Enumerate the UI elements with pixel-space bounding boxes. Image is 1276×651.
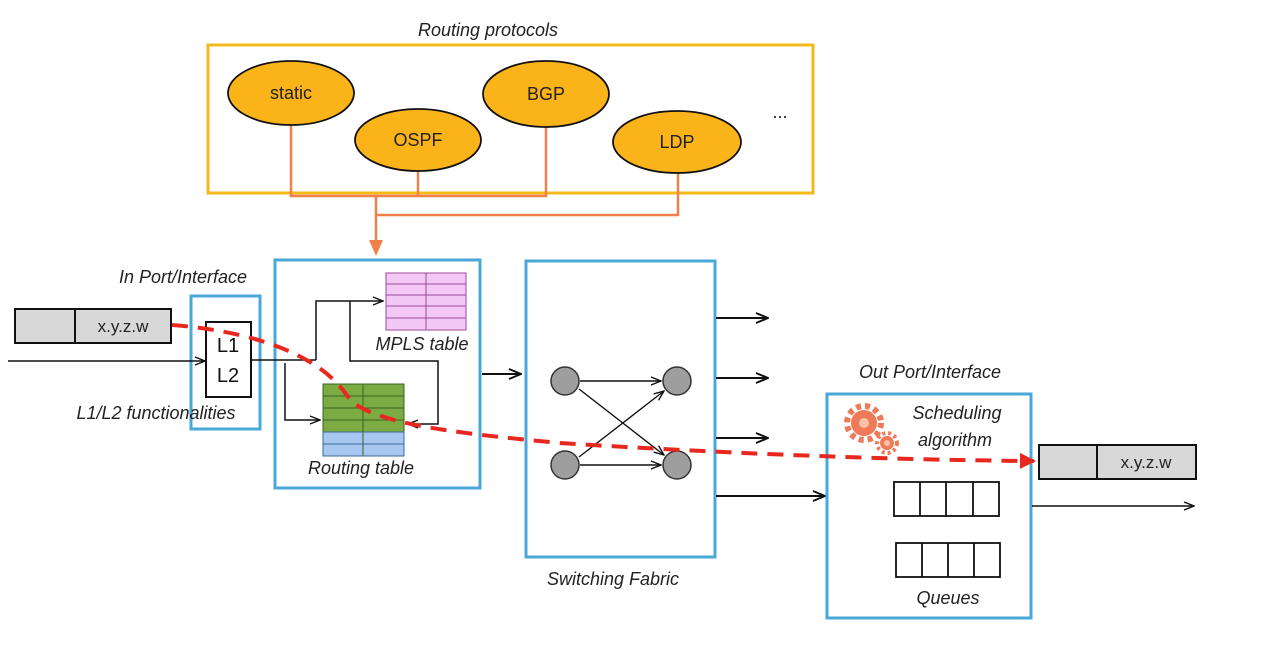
scheduling-label-line2: algorithm [918,430,992,450]
scheduling-label-line1: Scheduling [912,403,1001,423]
incoming-packet: x.y.z.w [14,308,172,344]
outgoing-packet-address: x.y.z.w [1121,453,1172,472]
protocol-bgp-label: BGP [527,84,565,104]
protocol-static: static [227,60,355,126]
protocol-ldp: LDP [612,110,742,174]
l2-label: L2 [217,365,239,387]
protocol-connectors [289,125,680,256]
gear-icon [844,403,899,455]
l1l2-functionalities-label: L1/L2 functionalities [76,403,235,423]
queues-label: Queues [916,588,979,608]
switching-fabric-label: Switching Fabric [547,569,679,589]
outgoing-packet: x.y.z.w [1038,444,1197,480]
routing-protocols-box [206,43,815,195]
protocol-ospf: OSPF [354,108,482,172]
protocol-ospf-label: OSPF [393,130,442,150]
more-protocols-ellipsis: ... [772,102,787,122]
in-port-label: In Port/Interface [119,267,247,287]
fabric-nodes [550,366,692,480]
out-port-box [825,392,1033,620]
queue-1 [893,481,1000,517]
out-port-label: Out Port/Interface [859,362,1001,382]
fabric-output-arrows [716,318,825,496]
switching-fabric-box [524,259,717,559]
lookup-connectors [251,301,439,424]
routing-table-label: Routing table [308,458,414,478]
incoming-packet-address: x.y.z.w [98,317,149,336]
routing-table [322,383,405,457]
routing-protocols-title: Routing protocols [418,20,558,40]
mpls-table-label: MPLS table [375,334,468,354]
queue-2 [895,542,1001,578]
fabric-crossbar [578,381,664,465]
protocol-bgp: BGP [482,60,610,128]
lookup-box [273,258,482,490]
in-port-box [189,294,262,431]
mpls-table [385,272,467,331]
protocol-ldp-label: LDP [659,132,694,152]
l1-label: L1 [217,335,239,357]
protocol-static-label: static [270,83,312,103]
